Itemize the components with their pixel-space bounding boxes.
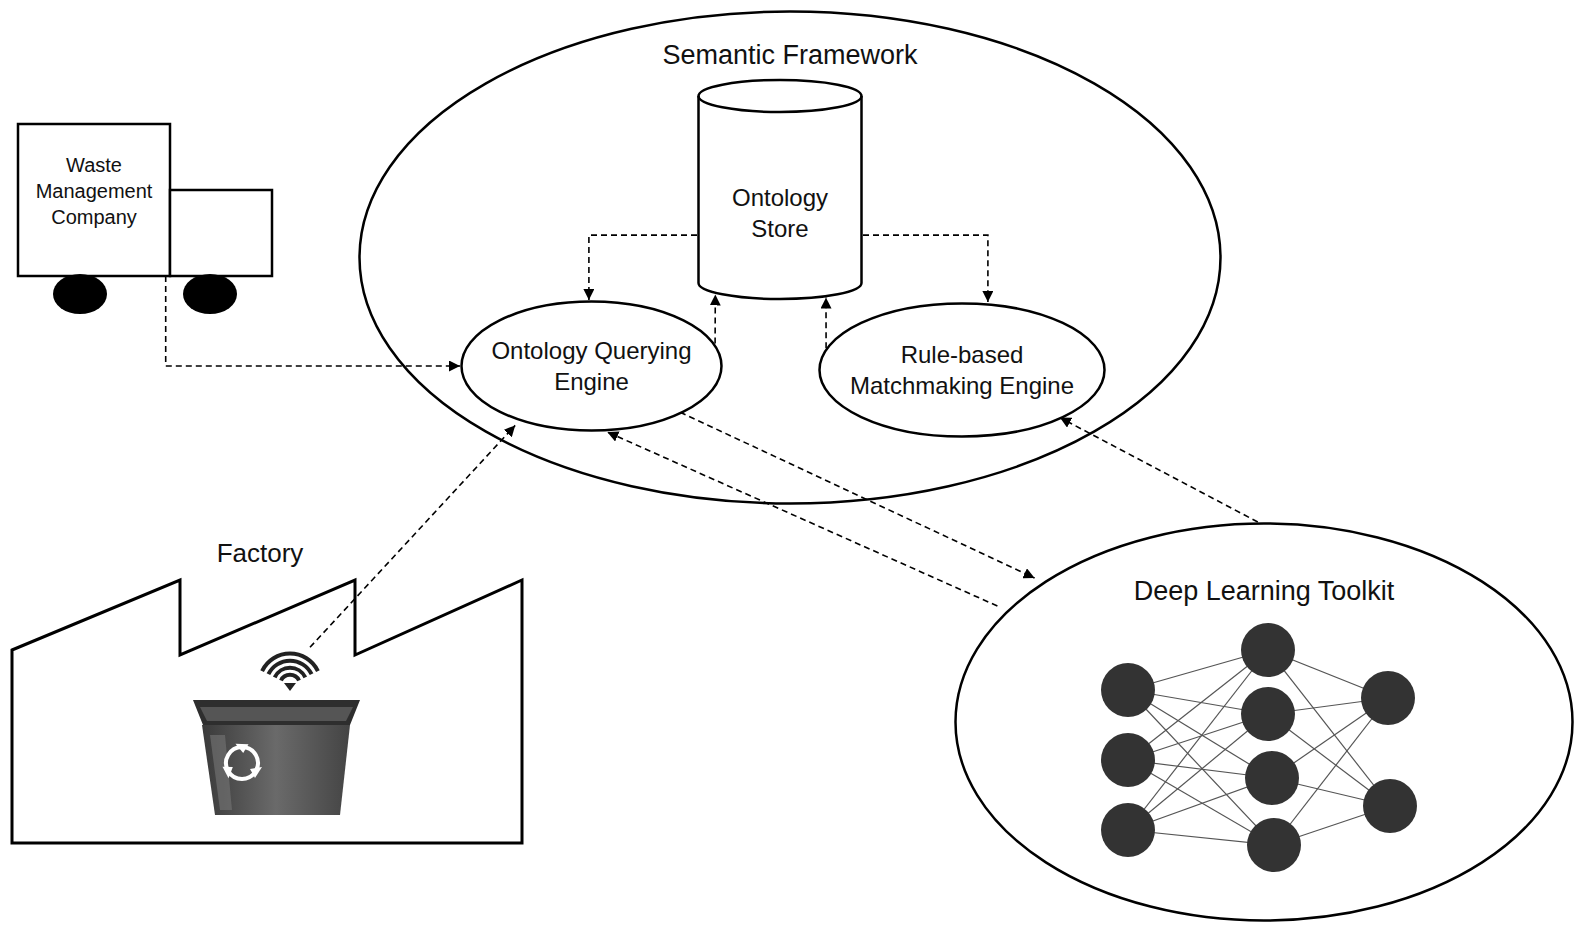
dashed-connector	[589, 235, 697, 300]
dashed-connector	[607, 432, 997, 606]
toolkit-ellipse: Deep Learning Toolkit	[954, 522, 1574, 922]
factory-outline: Factory	[10, 535, 530, 847]
smart-bin-icon	[193, 654, 360, 815]
dashed-connector	[825, 298, 827, 349]
node-label: Ontology Querying Engine	[472, 300, 711, 432]
process-ellipse: Rule-based Matchmaking Engine	[818, 302, 1106, 438]
dashed-connector	[863, 235, 988, 302]
process-ellipse: Ontology Querying Engine	[460, 300, 723, 432]
node-label: Waste Management Company	[24, 152, 164, 230]
node-label: Factory	[10, 537, 510, 571]
truck-icon: Waste Management Company	[18, 124, 274, 320]
process-ellipse	[460, 300, 723, 432]
neural-network-icon	[1101, 623, 1417, 872]
node-label: Ontology Store	[709, 80, 851, 300]
factory-outline	[10, 535, 530, 847]
node-label: Rule-based Matchmaking Engine	[830, 302, 1094, 438]
dashed-connector	[714, 295, 716, 344]
node-label: Deep Learning Toolkit	[954, 574, 1574, 609]
ontology-store-cylinder: Ontology Store	[697, 80, 863, 300]
dashed-connector	[310, 425, 515, 647]
framework-ellipse: Semantic FrameworkOntology StoreOntology…	[358, 10, 1222, 505]
node-label: Semantic Framework	[358, 38, 1222, 73]
process-ellipse	[818, 302, 1106, 438]
